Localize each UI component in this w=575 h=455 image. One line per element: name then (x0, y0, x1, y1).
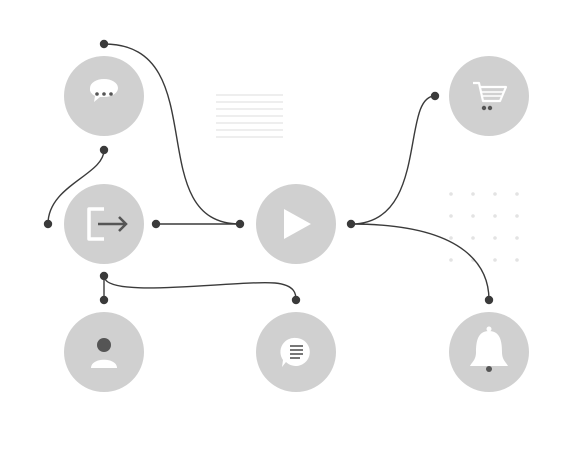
chat-bubble-dots-icon (89, 79, 118, 102)
connector-endpoints (43, 39, 494, 305)
connector-chat-to-play (103, 43, 241, 225)
connector-play-to-cart (350, 95, 436, 225)
node-play[interactable] (256, 184, 336, 264)
node-chat-bubble[interactable] (64, 56, 144, 136)
decorative-lines (216, 94, 283, 138)
connector-chat-to-logout (47, 149, 105, 225)
shopping-cart-icon (473, 81, 508, 111)
node-message[interactable] (256, 312, 336, 392)
node-user[interactable] (64, 312, 144, 392)
node-logout[interactable] (64, 184, 144, 264)
connector-play-to-bell (350, 223, 490, 301)
connector-logout-to-message (103, 275, 297, 301)
message-lines-icon (280, 337, 310, 367)
bell-icon (470, 326, 508, 372)
decorative-dot-grid (449, 192, 519, 262)
node-bell[interactable] (449, 312, 529, 392)
play-icon (284, 209, 311, 239)
user-icon (91, 338, 117, 368)
node-cart[interactable] (449, 56, 529, 136)
logout-arrow-icon (87, 207, 128, 241)
